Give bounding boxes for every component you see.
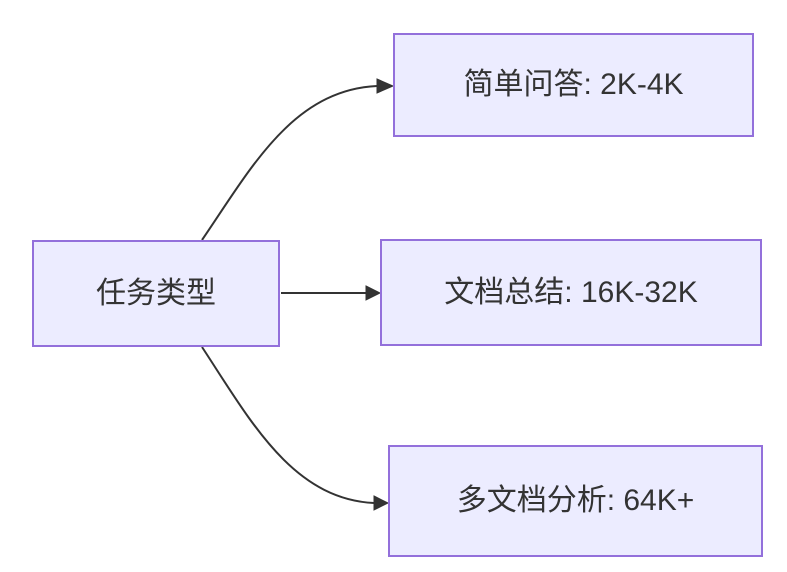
edge-task-type-to-simple-qa <box>201 78 395 241</box>
node-task-type: 任务类型 <box>32 240 280 347</box>
arrowhead-icon <box>376 78 395 94</box>
node-simple-qa: 简单问答: 2K-4K <box>393 33 754 137</box>
node-multi-doc: 多文档分析: 64K+ <box>388 445 763 557</box>
edge-task-type-to-doc-summary <box>281 285 382 301</box>
node-simple-qa-label: 简单问答: 2K-4K <box>463 68 684 101</box>
edge-task-type-to-multi-doc <box>201 346 390 511</box>
node-multi-doc-label: 多文档分析: 64K+ <box>456 484 695 517</box>
arrowhead-icon <box>373 495 390 511</box>
node-doc-summary-label: 文档总结: 16K-32K <box>444 275 698 309</box>
arrowhead-icon <box>365 285 382 301</box>
node-task-type-label: 任务类型 <box>96 276 216 310</box>
node-doc-summary: 文档总结: 16K-32K <box>380 239 762 346</box>
